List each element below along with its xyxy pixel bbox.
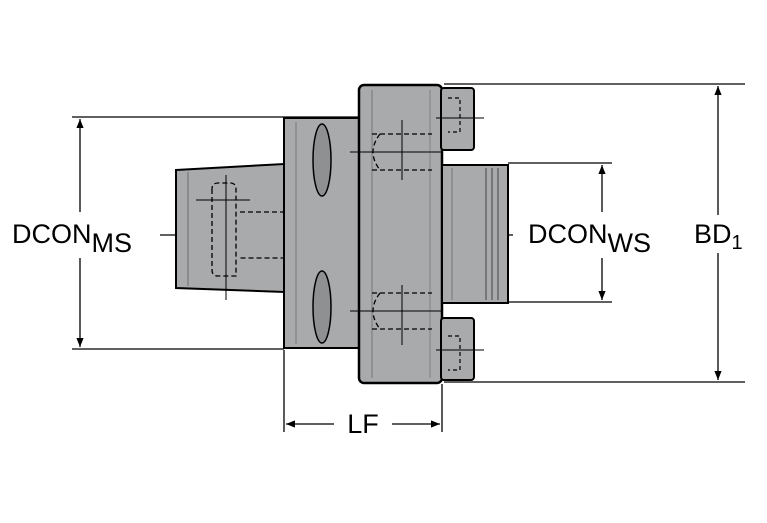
flange — [350, 83, 444, 385]
drive-slot-upper — [312, 123, 332, 197]
label-bd1: BD1 — [694, 219, 743, 254]
label-dcon-ms: DCONMS — [12, 219, 132, 258]
label-lf: LF — [347, 409, 379, 439]
ws-connection — [441, 164, 509, 304]
drive-slot-lower — [312, 270, 332, 344]
dimension-lf — [283, 350, 443, 432]
clamp-block-upper — [436, 87, 484, 151]
label-dcon-ws: DCONWS — [528, 219, 651, 258]
clamp-block-lower — [436, 317, 484, 381]
body-cylinder — [283, 117, 361, 349]
